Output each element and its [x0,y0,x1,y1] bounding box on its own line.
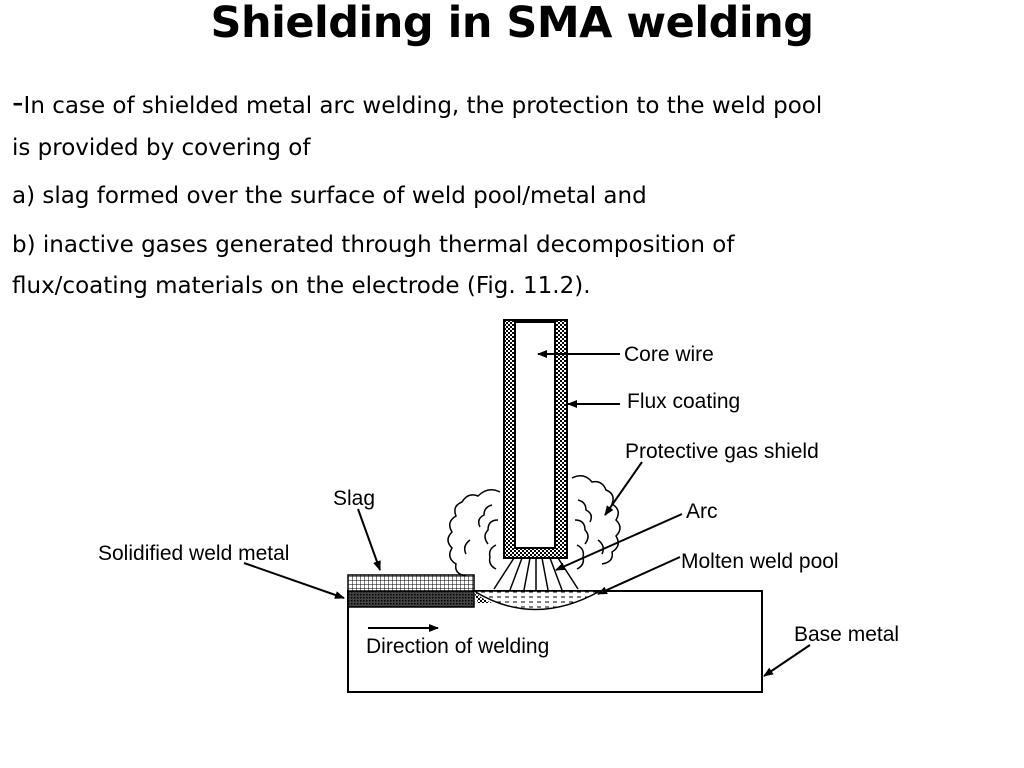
intro-text-1: In case of shielded metal arc welding, t… [23,93,823,119]
item-a: a) slag formed over the surface of weld … [12,183,647,209]
slag-layer [347,574,475,592]
arrow-gas-shield [604,461,643,516]
label-direction-of-welding: Direction of welding [366,635,549,658]
core-wire [514,321,556,549]
arrow-molten-pool [597,556,681,595]
arrow-base-metal [763,644,811,677]
label-core-wire: Core wire [624,343,714,366]
intro-line-2: is provided by covering of [12,135,311,161]
label-base-metal: Base metal [794,623,899,646]
arrow-slag [357,508,381,571]
label-slag: Slag [333,487,375,510]
leader-arrows [243,350,811,677]
arrow-arc [555,513,683,571]
label-protective-gas-shield: Protective gas shield [625,440,819,463]
bullet-dash: - [12,83,24,121]
slide-title: Shielding in SMA welding [210,0,814,48]
label-flux-coating: Flux coating [627,390,740,413]
arc-lines [493,557,579,591]
label-arc: Arc [686,500,718,523]
item-b-line-2: flux/coating materials on the electrode … [12,273,591,299]
solidified-weld-metal [347,590,475,608]
label-solidified-weld-metal: Solidified weld metal [98,542,289,565]
molten-weld-pool [471,590,603,611]
label-molten-weld-pool: Molten weld pool [681,550,839,573]
arrow-solidified [243,562,345,599]
intro-line-1: -In case of shielded metal arc welding, … [12,83,1012,121]
item-b-line-1: b) inactive gases generated through ther… [12,232,735,258]
